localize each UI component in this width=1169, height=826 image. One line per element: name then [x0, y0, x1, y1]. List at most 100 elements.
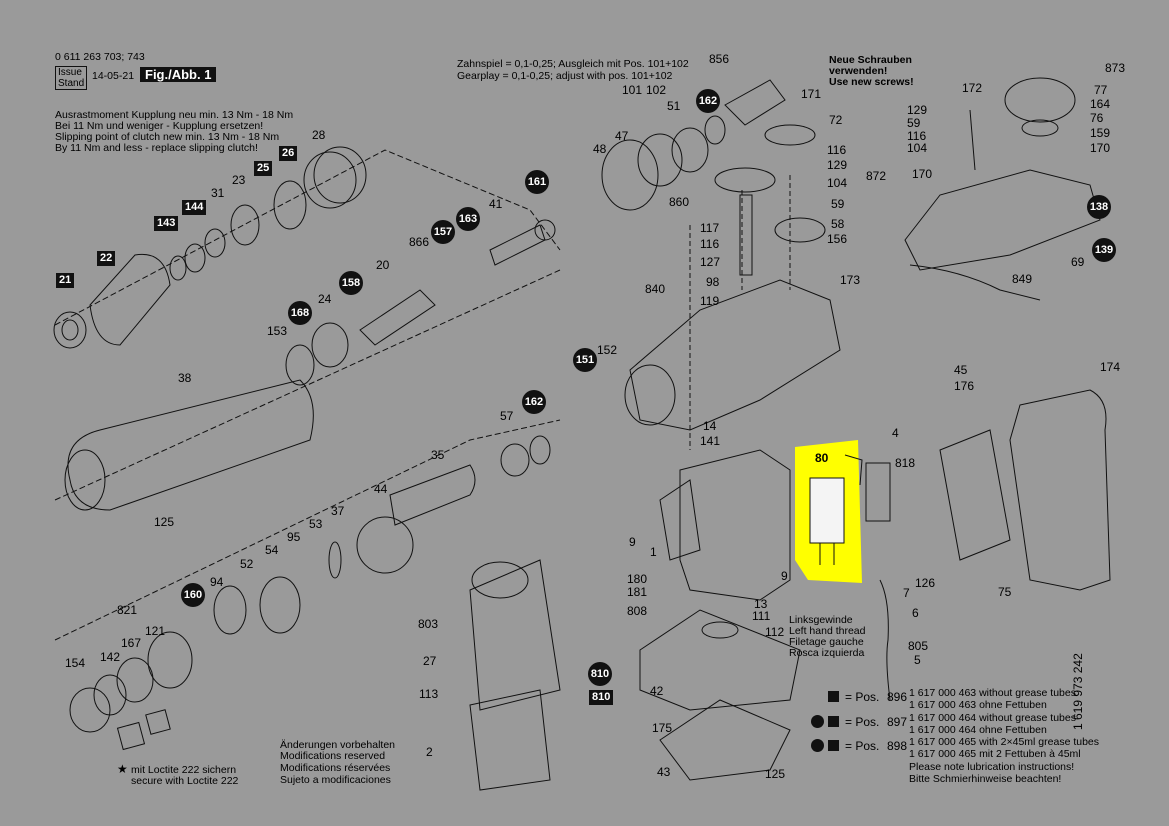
callout-810-block: 810	[589, 690, 614, 705]
callout-129: 129	[827, 158, 848, 172]
square-icon	[828, 716, 839, 727]
callout-175: 175	[652, 721, 673, 735]
callout-69: 69	[1071, 255, 1085, 269]
callout-111: 111	[752, 609, 771, 623]
callout-9: 9	[629, 535, 636, 549]
callout-172: 172	[962, 81, 983, 95]
callout-113: 113	[419, 687, 439, 701]
callout-156: 156	[827, 232, 848, 246]
callout-849: 849	[1012, 272, 1033, 286]
callout-821: 821	[117, 603, 138, 617]
callout-125: 125	[765, 767, 786, 781]
callout-161: 161	[525, 170, 549, 194]
callout-53: 53	[309, 517, 323, 531]
callout-167: 167	[121, 636, 142, 650]
callout-42: 42	[650, 684, 664, 698]
callout-104: 104	[827, 176, 848, 190]
issue-label: Issue Stand	[55, 66, 88, 90]
callout-104: 104	[907, 141, 928, 155]
callout-170: 170	[1090, 141, 1111, 155]
callout-873: 873	[1105, 61, 1126, 75]
callout-860: 860	[669, 195, 690, 209]
callout-163: 163	[456, 207, 480, 231]
callout-13: 13	[754, 597, 768, 611]
callout-52: 52	[240, 557, 254, 571]
callout-14: 14	[703, 419, 717, 433]
callout-153: 153	[267, 324, 288, 338]
callout-22: 22	[97, 251, 116, 266]
callout-142: 142	[100, 650, 121, 664]
callout-25: 25	[254, 161, 273, 176]
callout-54: 54	[265, 543, 279, 557]
callout-152: 152	[597, 343, 618, 357]
callout-9: 9	[781, 569, 788, 583]
callout-51: 51	[667, 99, 681, 113]
callout-21: 21	[56, 273, 75, 288]
callout-158: 158	[339, 271, 363, 295]
callout-159: 159	[1090, 126, 1111, 140]
callout-127: 127	[700, 255, 721, 269]
callout-80: 80	[815, 451, 829, 465]
callout-77: 77	[1094, 83, 1108, 97]
circle-icon	[811, 739, 824, 752]
callout-26: 26	[279, 146, 298, 161]
callout-95: 95	[287, 530, 301, 544]
callout-57: 57	[500, 409, 514, 423]
callout-803: 803	[418, 617, 439, 631]
callout-58: 58	[831, 217, 845, 231]
callout-144: 144	[182, 200, 207, 215]
callout-117: 117	[700, 221, 720, 235]
callout-44: 44	[374, 482, 388, 496]
callout-160: 160	[181, 583, 205, 607]
callout-75: 75	[998, 585, 1012, 599]
callout-27: 27	[423, 654, 437, 668]
square-icon	[828, 691, 839, 702]
callout-59: 59	[907, 116, 921, 130]
callout-157: 157	[431, 220, 455, 244]
callout-141: 141	[700, 434, 721, 448]
callout-48: 48	[593, 142, 607, 156]
circle-icon	[811, 715, 824, 728]
callout-143: 143	[154, 216, 179, 231]
callout-138: 138	[1087, 195, 1111, 219]
callout-139: 139	[1092, 238, 1116, 262]
callout-45: 45	[954, 363, 968, 377]
callout-162: 162	[522, 390, 546, 414]
callout-126: 126	[915, 576, 936, 590]
callout-112: 112	[765, 625, 785, 639]
square-icon	[828, 740, 839, 751]
callout-180: 180	[627, 572, 648, 586]
callout-805: 805	[908, 639, 929, 653]
callout-162: 162	[696, 89, 720, 113]
drawing-number: 1 619 973 242	[1071, 653, 1085, 730]
callout-170: 170	[912, 167, 933, 181]
callout-116: 116	[700, 237, 720, 251]
star-icon: ★	[117, 762, 128, 776]
callout-7: 7	[903, 586, 910, 600]
callout-808: 808	[627, 604, 648, 618]
callout-129: 129	[907, 103, 928, 117]
callout-38: 38	[178, 371, 192, 385]
callout-41: 41	[489, 197, 503, 211]
callout-2: 2	[426, 745, 433, 759]
callout-818: 818	[895, 456, 916, 470]
callout-4: 4	[892, 426, 899, 440]
callout-154: 154	[65, 656, 86, 670]
callout-35: 35	[431, 448, 445, 462]
callout-872: 872	[866, 169, 887, 183]
callout-1: 1	[650, 545, 657, 559]
callout-24: 24	[318, 292, 332, 306]
callout-164: 164	[1090, 97, 1111, 111]
callout-125: 125	[154, 515, 175, 529]
callout-76: 76	[1090, 111, 1104, 125]
callout-116: 116	[907, 129, 927, 143]
callout-121: 121	[145, 624, 166, 638]
callout-176: 176	[954, 379, 975, 393]
part-number: 0 611 263 703; 743	[55, 51, 145, 63]
callout-47: 47	[615, 129, 629, 143]
callout-171: 171	[801, 87, 822, 101]
issue-date: 14-05-21	[92, 70, 135, 82]
callout-856: 856	[709, 52, 730, 66]
callout-20: 20	[376, 258, 390, 272]
